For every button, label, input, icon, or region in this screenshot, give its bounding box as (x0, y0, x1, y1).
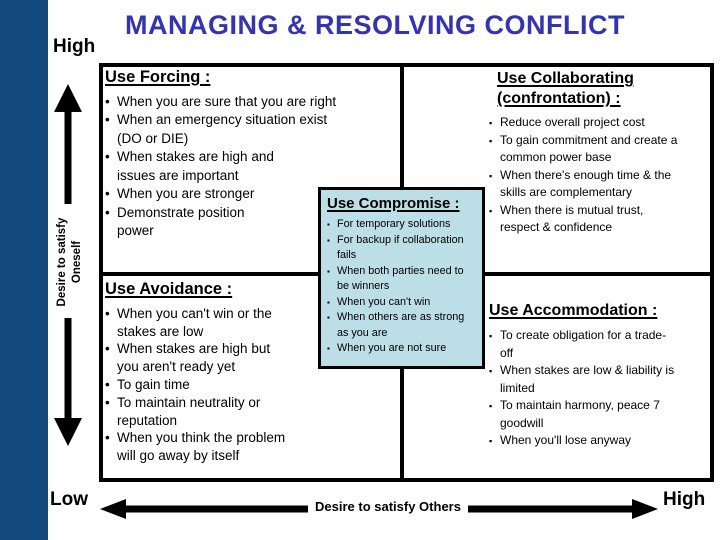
avoidance-bullet-list: When you can't win or the stakes are low… (105, 305, 395, 465)
up-arrow-icon (52, 84, 84, 204)
compromise-bullet-list: For temporary solutions For backup if co… (327, 217, 480, 357)
y-axis-high-label: High (53, 36, 96, 57)
bullet: For temporary solutions (327, 217, 480, 233)
bullet: To create obligation for a trade- off (489, 327, 711, 362)
x-axis-title: Desire to satisfy Others (315, 499, 461, 514)
bullet: When there's enough time & the skills ar… (489, 167, 711, 202)
bullet: To maintain harmony, peace 7 goodwill (489, 397, 711, 432)
x-axis-high-label: High (663, 489, 706, 510)
collaborating-heading: Use Collaborating (confrontation) : (497, 70, 634, 107)
bullet: When stakes are high and issues are impo… (105, 148, 395, 185)
bullet: When you can't win or the stakes are low (105, 305, 395, 341)
page-title: MANAGING & RESOLVING CONFLICT (125, 10, 625, 40)
down-arrow-icon (52, 318, 84, 446)
bullet: When an emergency situation exist (DO or… (105, 111, 395, 148)
bullet: When you are not sure (327, 341, 480, 357)
bullet: Demonstrate position power (105, 204, 395, 241)
quadrant-avoidance: Use Avoidance : When you can't win or th… (105, 280, 395, 465)
quadrant-forcing: Use Forcing : When you are sure that you… (105, 68, 395, 241)
bullet: To gain commitment and create a common p… (489, 132, 711, 167)
collaborating-bullet-list: Reduce overall project cost To gain comm… (489, 114, 711, 237)
compromise-box: Use Compromise : For temporary solutions… (318, 187, 485, 369)
bullet: When you think the problem will go away … (105, 429, 395, 465)
bullet: When others are as strong as you are (327, 310, 480, 341)
forcing-bullet-list: When you are sure that you are right Whe… (105, 93, 395, 241)
y-axis-title: Desire to satisfy Oneself (56, 217, 83, 307)
avoidance-heading: Use Avoidance : (105, 280, 233, 298)
quadrant-collaborating: Use Collaborating (confrontation) : Redu… (489, 69, 711, 237)
bullet: When you are stronger (105, 185, 395, 204)
left-arrow-icon (100, 499, 308, 519)
quadrant-accommodation: Use Accommodation : To create obligation… (489, 301, 711, 450)
left-accent-bar (0, 0, 48, 540)
right-arrow-icon (468, 499, 658, 519)
bullet: To maintain neutrality or reputation (105, 394, 395, 430)
bullet: When stakes are high but you aren't read… (105, 340, 395, 376)
bullet: When you can't win (327, 295, 480, 311)
bullet: When you are sure that you are right (105, 93, 395, 112)
bullet: Reduce overall project cost (489, 114, 711, 132)
forcing-heading: Use Forcing : (105, 68, 211, 86)
accommodation-heading: Use Accommodation : (489, 302, 658, 319)
bullet: To gain time (105, 376, 395, 394)
bullet: When you'll lose anyway (489, 432, 711, 450)
accommodation-bullet-list: To create obligation for a trade- off Wh… (489, 327, 711, 450)
bullet: When stakes are low & liability is limit… (489, 362, 711, 397)
y-axis-low-label: Low (50, 489, 88, 510)
bullet: When there is mutual trust, respect & co… (489, 202, 711, 237)
bullet: When both parties need to be winners (327, 264, 480, 295)
compromise-heading: Use Compromise : (327, 195, 460, 212)
bullet: For backup if collaboration fails (327, 233, 480, 264)
